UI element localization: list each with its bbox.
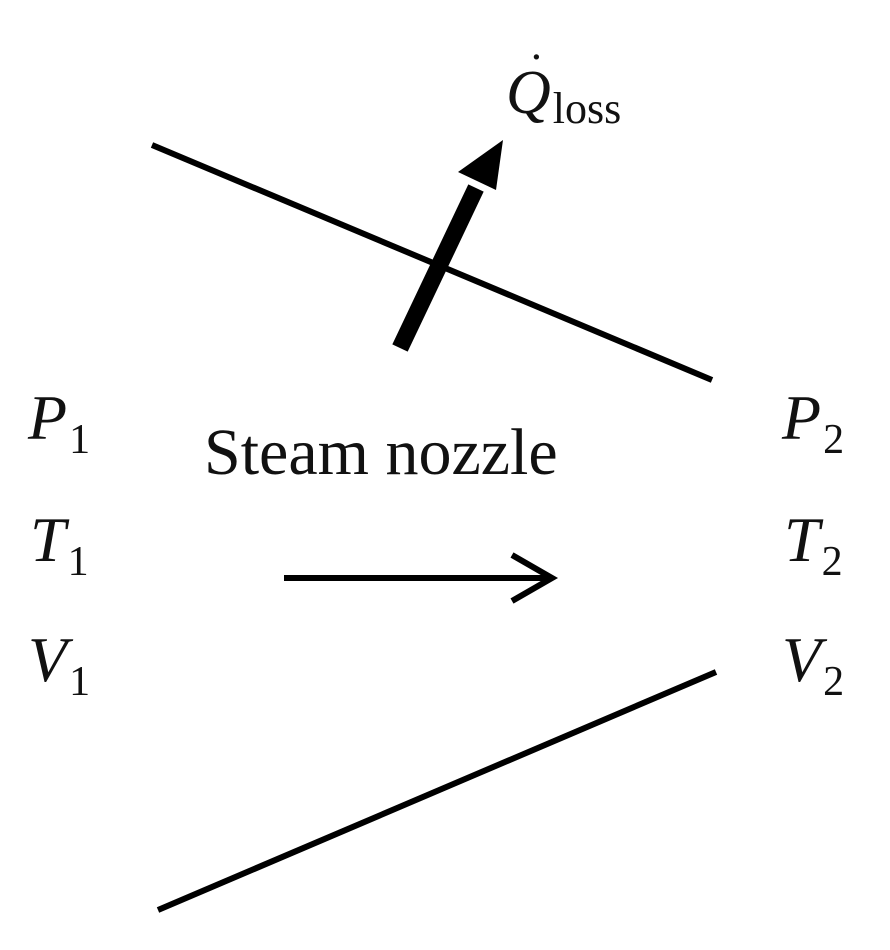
heat-arrow-shaft — [392, 184, 484, 352]
outlet-velocity: V2 — [782, 624, 845, 705]
heat-loss-label: Q˙loss — [506, 42, 621, 131]
heat-arrow-head — [458, 140, 503, 190]
inlet-temperature: T1 — [30, 504, 89, 585]
inlet-pressure: P1 — [28, 382, 91, 463]
heat-loss-symbol: Q˙ — [506, 42, 551, 127]
heat-loss-arrow — [392, 140, 503, 352]
heat-loss-dot: ˙ — [528, 42, 545, 98]
flow-arrow-head — [510, 552, 559, 604]
flow-direction-arrow — [284, 552, 559, 604]
outlet-pressure: P2 — [782, 382, 845, 463]
inlet-velocity: V1 — [28, 624, 91, 705]
device-label: Steam nozzle — [204, 416, 558, 489]
outlet-temperature: T2 — [784, 504, 843, 585]
lower-nozzle-wall — [156, 669, 718, 913]
heat-loss-subscript: loss — [552, 84, 622, 133]
